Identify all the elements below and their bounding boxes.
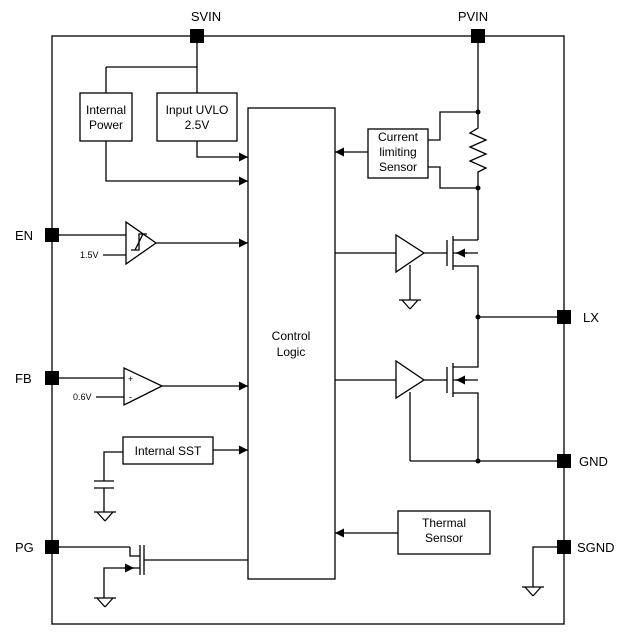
fb-reference-label: 0.6V [73,392,92,402]
low-side-mosfet [424,317,479,461]
fb-plus-sign: + [128,374,133,384]
driver-ground-icon [399,299,421,310]
svg-text:Control: Control [272,329,311,343]
svin-pin-pad [190,29,204,43]
en-pin-pad [45,228,59,242]
sgnd-pin-label: SGND [577,540,615,555]
fb-pin-pad [45,371,59,385]
svg-text:Internal: Internal [86,103,126,117]
pg-pin-pad [45,540,59,554]
thermal-sensor-block: Thermal Sensor [335,510,491,555]
svg-text:Input UVLO: Input UVLO [166,103,229,117]
pg-pin-label: PG [15,540,34,555]
svin-pin-label: SVIN [191,9,221,24]
svin-wiring [105,36,198,93]
sgnd-wiring [532,546,564,587]
fb-minus-sign: - [129,392,132,402]
en-schmitt-comparator [52,220,248,266]
control-logic-block: Control Logic [247,107,336,580]
pvin-wiring [428,36,481,191]
input-uvlo-block: Input UVLO 2.5V [156,92,238,142]
svg-text:Power: Power [89,118,123,132]
fb-error-comparator [52,366,248,407]
gnd-pin-label: GND [579,454,608,469]
sgnd-pin-pad [557,540,571,554]
svg-text:Thermal: Thermal [422,516,466,530]
pg-mosfet [52,545,248,598]
sst-ground-icon [94,511,116,522]
lx-pin-pad [557,310,571,324]
sgnd-ground-icon [522,586,544,597]
pvin-pin-pad [471,29,485,43]
svg-text:Sensor: Sensor [379,160,417,174]
power-uvlo-connections [105,141,248,186]
en-threshold-label: 1.5V [80,250,99,260]
fb-pin-label: FB [15,371,32,386]
package-outline [51,35,565,625]
sense-resistor [468,112,488,240]
gnd-pin-pad [557,454,571,468]
current-limiting-sensor-block: Current limiting Sensor [335,128,429,179]
svg-text:2.5V: 2.5V [185,118,210,132]
svg-text:limiting: limiting [379,145,416,159]
internal-power-block: Internal Power [79,92,133,142]
svg-text:Sensor: Sensor [425,531,463,545]
gnd-node [410,458,564,464]
high-side-mosfet [424,236,479,317]
svg-text:Logic: Logic [277,345,306,359]
pvin-pin-label: PVIN [458,9,488,24]
lx-node [475,314,564,320]
svg-text:Current: Current [378,130,419,144]
svg-text:Internal SST: Internal SST [135,444,202,458]
sst-capacitor [94,480,114,512]
en-pin-label: EN [15,228,33,243]
high-side-driver [335,233,426,300]
internal-sst-block: Internal SST [103,436,248,481]
lx-pin-label: LX [583,310,599,325]
pg-ground-icon [94,597,116,608]
low-side-driver [335,359,426,461]
